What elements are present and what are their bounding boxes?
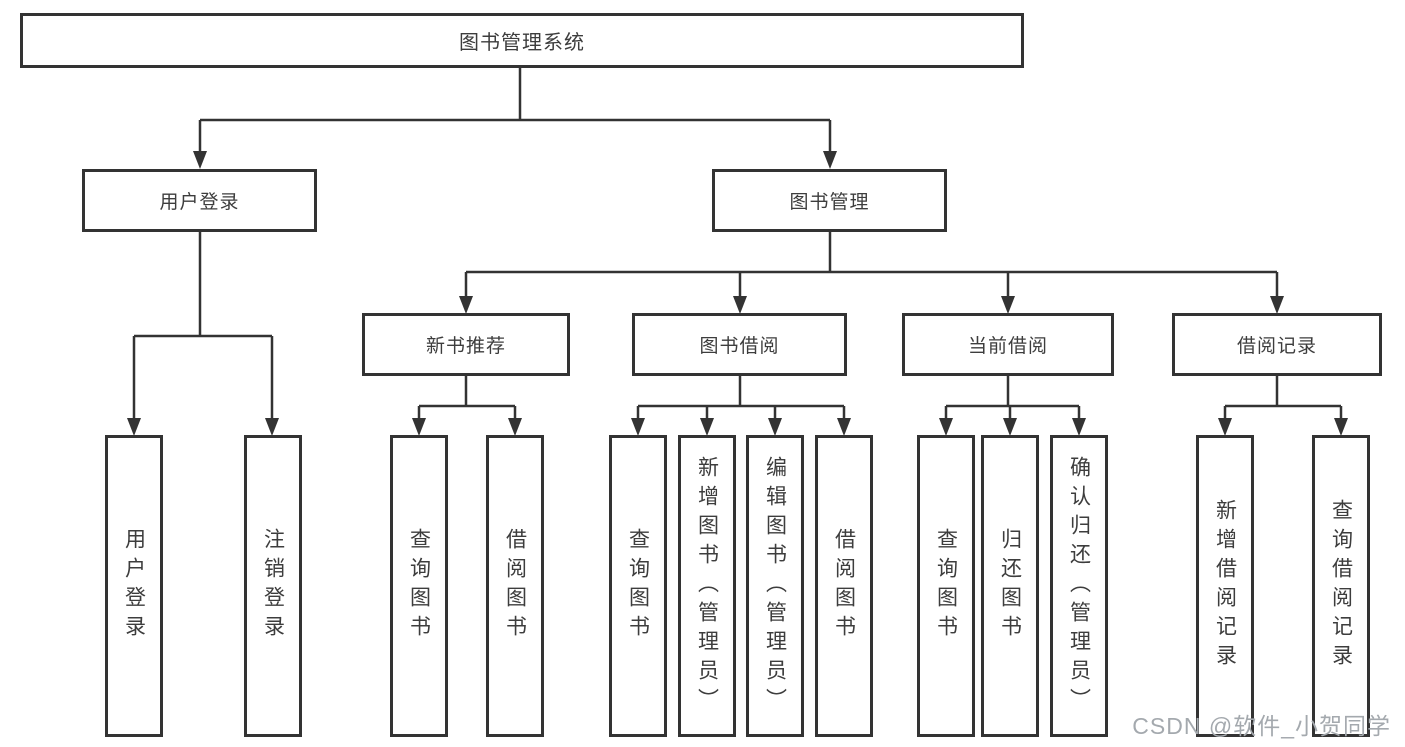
node-library-system: 图书管理系统	[20, 13, 1024, 68]
node-label: 图书管理系统	[459, 32, 585, 54]
arrowheads	[127, 151, 1348, 436]
arrowhead	[1270, 296, 1284, 314]
node-label: 图书管理	[789, 192, 870, 213]
leaf-label: 新增图书（管理员）	[695, 455, 719, 717]
node-label: 用户登录	[159, 192, 240, 213]
node-label: 当前借阅	[967, 336, 1048, 357]
leaf-confirm-return-admin: 确认归还（管理员）	[1050, 435, 1108, 737]
arrowhead	[412, 418, 426, 436]
leaf-borrow-books-2: 借阅图书	[815, 435, 873, 737]
leaf-label: 借阅图书	[503, 528, 527, 644]
arrowhead	[127, 418, 141, 436]
leaf-label: 归还图书	[998, 528, 1022, 644]
node-label: 借阅记录	[1236, 336, 1317, 357]
leaf-label: 查询图书	[407, 528, 431, 644]
arrowhead	[1218, 418, 1232, 436]
leaf-borrow-books-1: 借阅图书	[486, 435, 544, 737]
arrowhead	[1003, 418, 1017, 436]
leaf-edit-book-admin: 编辑图书（管理员）	[746, 435, 804, 737]
leaf-query-books-1: 查询图书	[390, 435, 448, 737]
node-current-borrowing: 当前借阅	[902, 313, 1114, 376]
leaf-query-books-2: 查询图书	[609, 435, 667, 737]
arrowhead	[768, 418, 782, 436]
leaf-label: 注销登录	[261, 528, 285, 644]
leaf-logout: 注销登录	[244, 435, 302, 737]
arrowhead	[837, 418, 851, 436]
arrowhead	[508, 418, 522, 436]
node-book-borrowing: 图书借阅	[632, 313, 847, 376]
arrowhead	[265, 418, 279, 436]
arrowhead	[1001, 296, 1015, 314]
arrowhead	[823, 151, 837, 169]
leaf-add-borrow-record: 新增借阅记录	[1196, 435, 1254, 737]
leaf-return-books: 归还图书	[981, 435, 1039, 737]
leaf-query-borrow-record: 查询借阅记录	[1312, 435, 1370, 737]
watermark: CSDN @软件_小贺同学	[1132, 713, 1391, 739]
leaf-label: 查询图书	[626, 528, 650, 644]
arrowhead	[939, 418, 953, 436]
node-label: 图书借阅	[699, 336, 780, 357]
node-book-management: 图书管理	[712, 169, 947, 232]
arrowhead	[700, 418, 714, 436]
leaf-query-books-3: 查询图书	[917, 435, 975, 737]
arrowhead	[193, 151, 207, 169]
connector-path	[132, 68, 1343, 419]
leaf-user-login: 用户登录	[105, 435, 163, 737]
leaf-label: 确认归还（管理员）	[1067, 455, 1091, 717]
node-borrow-records: 借阅记录	[1172, 313, 1382, 376]
arrowhead	[459, 296, 473, 314]
leaf-add-book-admin: 新增图书（管理员）	[678, 435, 736, 737]
arrowhead	[631, 418, 645, 436]
leaf-label: 新增借阅记录	[1213, 499, 1237, 673]
leaf-label: 编辑图书（管理员）	[763, 455, 787, 717]
leaf-label: 查询图书	[934, 528, 958, 644]
leaf-label: 查询借阅记录	[1329, 499, 1353, 673]
leaf-label: 借阅图书	[832, 528, 856, 644]
node-new-book-recommend: 新书推荐	[362, 313, 570, 376]
node-user-login: 用户登录	[82, 169, 317, 232]
leaf-label: 用户登录	[122, 528, 146, 644]
node-label: 新书推荐	[425, 336, 506, 357]
arrowhead	[1072, 418, 1086, 436]
arrowhead	[1334, 418, 1348, 436]
arrowhead	[733, 296, 747, 314]
